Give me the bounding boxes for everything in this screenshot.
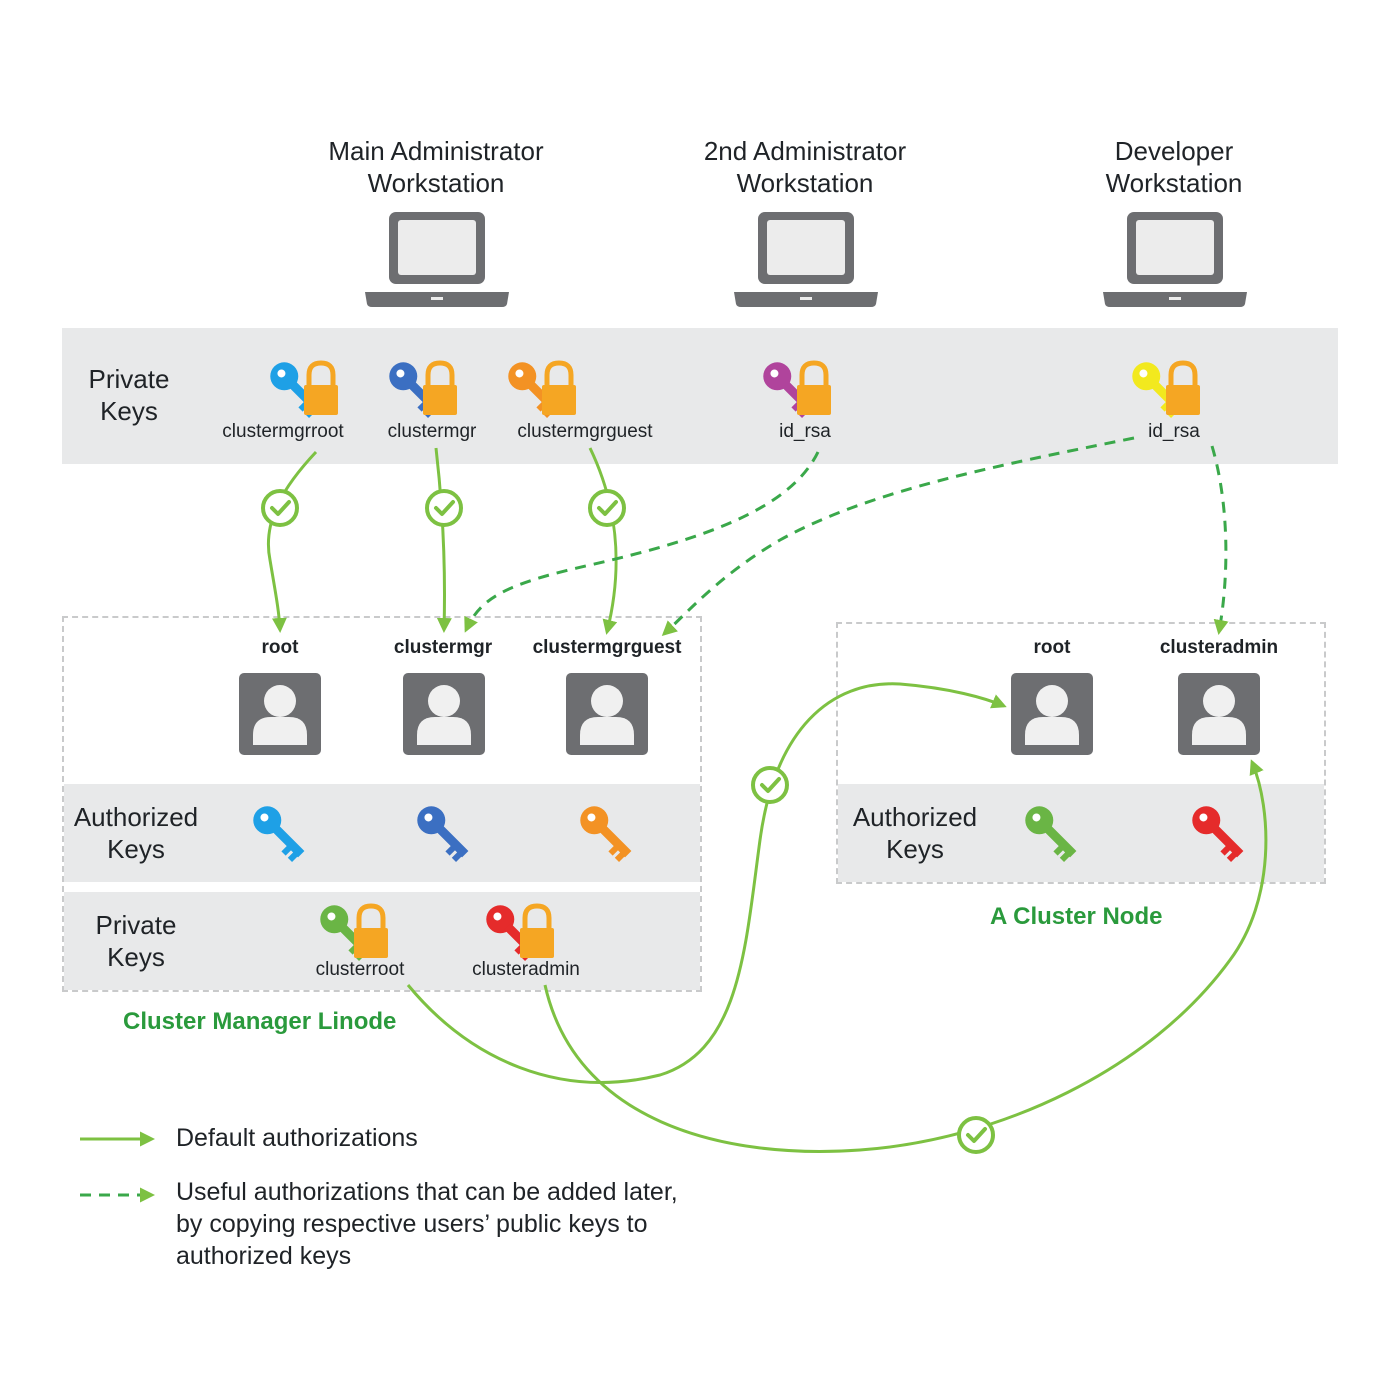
- top-private-keys-band: [62, 328, 1338, 464]
- arrow-clusteradmin-to-node-clusteradmin: [543, 759, 1268, 1153]
- private-key-lock-icon: [389, 360, 457, 418]
- arrow-clusterroot-to-node-root: [406, 682, 1007, 1084]
- private-key-lock-icon: [320, 903, 388, 961]
- node-authorized-keys-label: Authorized Keys: [852, 802, 978, 864]
- authorized-key-icon: [253, 806, 305, 862]
- private-key-lock-icon: [270, 360, 338, 418]
- check-icon: [425, 489, 463, 527]
- key-name-clustermgrroot: clustermgrroot: [222, 421, 344, 442]
- lock-icon: [542, 360, 576, 415]
- key-icon: [1192, 806, 1244, 862]
- key-icon: [417, 806, 469, 862]
- private-key-lock-icon: [486, 903, 554, 961]
- arrow-clustermgrguest-to-clustermgrguest: [588, 447, 618, 635]
- workstation-label-main: Main Administrator Workstation: [328, 136, 544, 198]
- lock-icon: [354, 903, 388, 958]
- user-icon: [403, 673, 485, 755]
- user-icon: [239, 673, 321, 755]
- user-icon: [566, 673, 648, 755]
- private-key-lock-icon: [508, 360, 576, 418]
- node-user-name-root: root: [1033, 637, 1071, 658]
- key-icon: [580, 806, 632, 862]
- cluster-manager-title: Cluster Manager Linode: [123, 1008, 397, 1035]
- key-name-clusterroot: clusterroot: [315, 959, 405, 980]
- dashed-arrow-dev-id-rsa-to-clusteradmin: [1210, 445, 1229, 635]
- legend-default-text: Default authorizations: [176, 1124, 418, 1152]
- laptop-icon: [365, 212, 509, 307]
- key-name-id-rsa-developer: id_rsa: [1148, 421, 1200, 442]
- check-icon: [957, 1116, 995, 1154]
- laptop-icon: [1103, 212, 1247, 307]
- authorized-key-icon: [580, 806, 632, 862]
- cluster-node-box: [836, 622, 1326, 884]
- authorized-key-icon: [417, 806, 469, 862]
- key-name-clustermgr: clustermgr: [387, 421, 477, 442]
- key-name-clustermgrguest: clustermgrguest: [517, 421, 653, 442]
- lock-icon: [520, 903, 554, 958]
- user-name-clustermgrguest: clustermgrguest: [532, 637, 682, 658]
- check-icon: [751, 766, 789, 804]
- lock-icon: [423, 360, 457, 415]
- key-name-clusteradmin: clusteradmin: [472, 959, 580, 980]
- dashed-arrow-id-rsa-to-clustermgr: [464, 451, 820, 633]
- lock-icon: [797, 360, 831, 415]
- check-icon: [588, 489, 626, 527]
- arrow-clustermgr-to-clustermgr: [434, 447, 452, 633]
- user-name-clustermgr: clustermgr: [393, 637, 493, 658]
- user-icon: [1011, 673, 1093, 755]
- top-private-keys-label: Private Keys: [88, 364, 170, 426]
- key-icon: [253, 806, 305, 862]
- workstation-label-2nd: 2nd Administrator Workstation: [703, 136, 907, 198]
- authorized-key-icon: [1192, 806, 1244, 862]
- manager-private-keys-label: Private Keys: [95, 910, 177, 972]
- dashed-arrow-dev-id-rsa-to-clustermgrguest: [661, 436, 1135, 637]
- lock-icon: [1166, 360, 1200, 415]
- authorized-key-icon: [1025, 806, 1077, 862]
- arrow-clustermgrroot-to-root: [266, 450, 318, 633]
- workstation-label-developer: Developer Workstation: [1105, 136, 1243, 198]
- private-key-lock-icon: [1132, 360, 1200, 418]
- user-icon: [1178, 673, 1260, 755]
- laptop-icon: [734, 212, 878, 307]
- legend-useful-text: Useful authorizations that can be added …: [176, 1178, 678, 1270]
- key-icon: [1025, 806, 1077, 862]
- manager-authorized-keys-label: Authorized Keys: [73, 802, 199, 864]
- key-name-id-rsa-2nd: id_rsa: [779, 421, 831, 442]
- check-icon: [261, 489, 299, 527]
- node-authorized-keys-band: [838, 784, 1324, 882]
- private-key-lock-icon: [763, 360, 831, 418]
- user-name-root: root: [261, 637, 299, 658]
- node-user-name-clusteradmin: clusteradmin: [1159, 637, 1279, 658]
- lock-icon: [304, 360, 338, 415]
- cluster-node-title: A Cluster Node: [990, 903, 1163, 930]
- cluster-manager-box: [62, 616, 702, 992]
